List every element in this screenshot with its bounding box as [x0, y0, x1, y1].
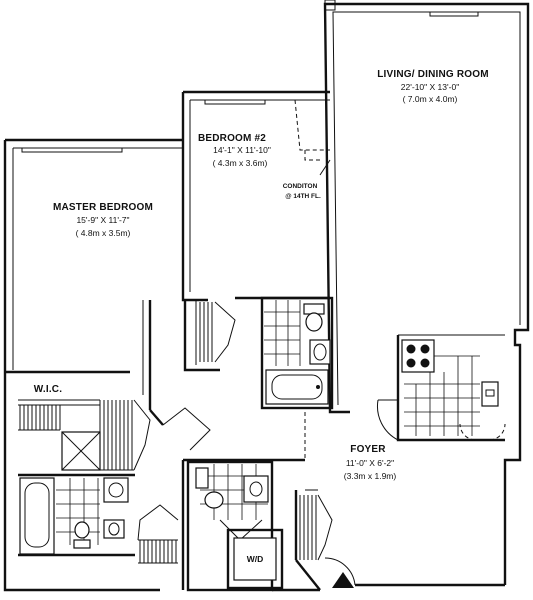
- washer-dryer-label: W/D: [247, 554, 264, 564]
- foyer: [272, 489, 505, 592]
- wic-name: W.I.C.: [34, 384, 62, 395]
- washer-dryer-closet: [226, 528, 284, 590]
- master-bedroom-name: MASTER BEDROOM: [53, 202, 153, 213]
- stove: [401, 339, 435, 373]
- foyer-name: FOYER: [350, 444, 386, 455]
- condition-note-line1: CONDITON: [283, 183, 318, 190]
- washer-dryer: [233, 537, 277, 581]
- bedroom-2-dim-ft: 14'-1" X 11'-10": [213, 145, 271, 155]
- powder-laundry: [186, 460, 284, 592]
- entry-door-swing: [324, 557, 356, 586]
- living-dining-room: [323, 0, 530, 585]
- foyer-closet-door: [317, 494, 333, 561]
- toilet-bowl: [305, 312, 323, 332]
- master-sink: [103, 477, 129, 503]
- powder-toilet-tank: [195, 467, 209, 489]
- hallway: [149, 407, 306, 590]
- stove-burner: [406, 344, 416, 354]
- refrigerator: [481, 381, 499, 407]
- bedroom-2-name: BEDROOM #2: [198, 133, 266, 144]
- linen-closet: [137, 504, 179, 564]
- living-room-dim-m: ( 7.0m x 4.0m): [403, 94, 458, 104]
- master-bedroom: [3, 138, 183, 592]
- living-room-name: LIVING/ DINING ROOM: [377, 69, 489, 80]
- bathroom-floor-tiles: [264, 300, 301, 366]
- living-room-dim-ft: 22'-10" X 13'-0": [401, 82, 459, 92]
- master-toilet: [74, 521, 90, 539]
- hallway-door: [162, 407, 211, 451]
- foyer-dim-ft: 11'-0" X 6'-2": [346, 458, 394, 468]
- stove-burner: [420, 344, 430, 354]
- master-bedroom-dim-ft: 15'-9" X 11'-7": [76, 215, 129, 225]
- kitchen: [377, 334, 506, 442]
- master-bedroom-dim-m: ( 4.8m x 3.5m): [76, 228, 131, 238]
- powder-toilet: [204, 491, 224, 509]
- kitchen-door-swing: [377, 399, 399, 441]
- sink: [309, 339, 331, 365]
- bedroom-2-dim-m: ( 4.3m x 3.6m): [213, 158, 268, 168]
- condition-note-line2: @ 14TH FL.: [285, 193, 321, 200]
- kitchen-floor-tiles: [404, 355, 480, 436]
- master-bathroom: [18, 431, 135, 557]
- stove-burner: [406, 358, 416, 368]
- wic-door: [133, 399, 151, 471]
- powder-sink: [243, 475, 269, 503]
- entry-arrow-icon: [332, 572, 354, 588]
- hall-bathroom: [260, 296, 334, 410]
- foyer-dim-m: (3.3m x 1.9m): [344, 471, 397, 481]
- bedroom-2-closet: [183, 300, 236, 372]
- stove-burner: [420, 358, 430, 368]
